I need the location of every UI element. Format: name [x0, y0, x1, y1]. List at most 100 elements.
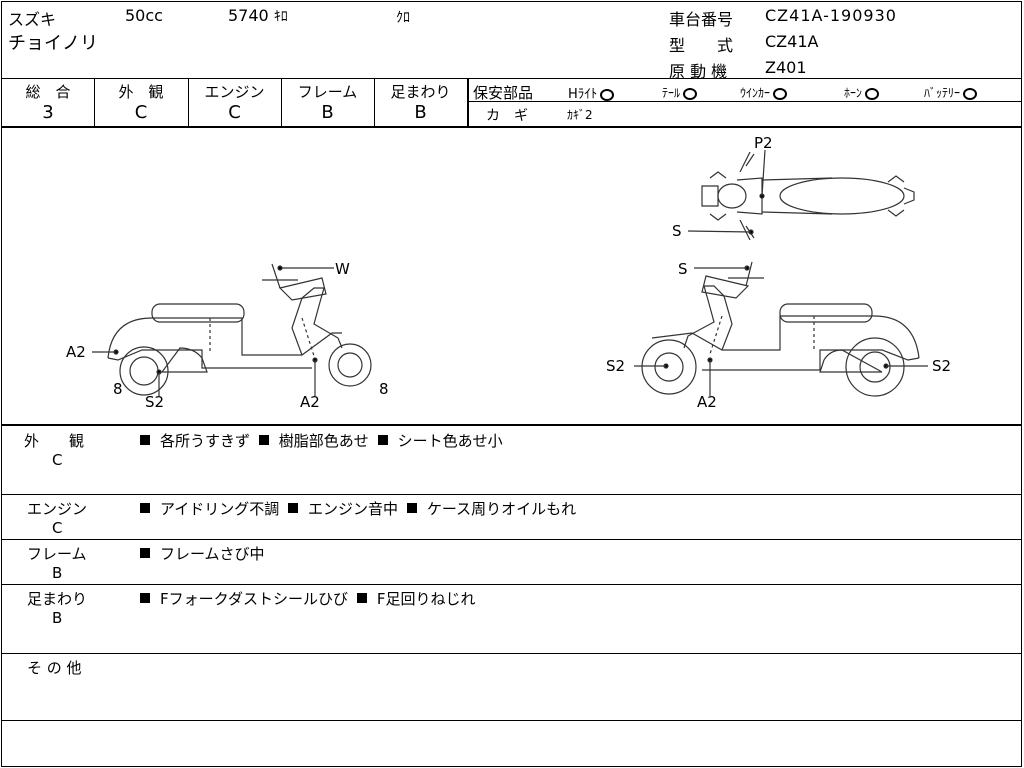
- bullet-square-icon: [140, 503, 150, 513]
- frame-no-label: 車台番号: [669, 10, 734, 29]
- scooter-right-view: [641, 261, 920, 397]
- diagram-label: 8: [113, 380, 123, 398]
- diagram-label: S2: [606, 357, 625, 375]
- diagram-label: A2: [300, 393, 320, 411]
- rating-suspension-value: B: [414, 102, 427, 123]
- safety-battery: ﾊﾞｯﾃﾘｰ: [924, 84, 978, 101]
- rating-exterior-label: 外 観: [118, 83, 164, 101]
- detail-exterior-items: 各所うすきず 樹脂部色あせ シート色あせ小: [136, 430, 503, 451]
- mileage: 5740 ｷﾛ: [228, 6, 288, 26]
- detail-frame-items: フレームさび中: [136, 543, 265, 564]
- detail-frame-grade: B: [52, 564, 63, 582]
- frame-no: CZ41A-190930: [765, 6, 897, 25]
- rating-frame-label: フレーム: [297, 83, 358, 101]
- safety-label: 保安部品: [473, 84, 534, 102]
- model-name: チョイノリ: [8, 33, 98, 54]
- bullet-square-icon: [406, 503, 417, 513]
- defect-item: 樹脂部色あせ: [278, 432, 369, 450]
- detail-engine-items: アイドリング不調 エンジン音中 ケース周りオイルもれ: [136, 498, 576, 519]
- safety-item-label: ｳｲﾝｶｰ: [740, 86, 771, 100]
- ok-circle-icon: [865, 87, 880, 100]
- scooter-left-view: [107, 263, 372, 396]
- rating-engine-value: C: [228, 102, 241, 123]
- mileage-value: 5740: [228, 6, 269, 25]
- rating-overall-value: 3: [42, 102, 54, 123]
- ok-circle-icon: [773, 87, 788, 100]
- diagram-label: S: [672, 222, 682, 240]
- detail-frame-label: フレーム: [27, 545, 87, 563]
- rating-overall-label: 総 合: [25, 83, 71, 101]
- maker-name: スズキ: [8, 10, 57, 29]
- engine-value: Z401: [765, 58, 807, 77]
- safety-taillight: ﾃｰﾙ: [662, 84, 698, 101]
- diagram-label: W: [335, 260, 350, 278]
- divider: [374, 78, 375, 126]
- bullet-square-icon: [356, 593, 367, 603]
- safety-item-label: ﾊﾞｯﾃﾘｰ: [924, 86, 961, 100]
- divider: [2, 494, 1021, 495]
- key-label: カ ギ: [486, 108, 528, 124]
- divider: [2, 424, 1021, 426]
- detail-other-label: そ の 他: [27, 659, 82, 677]
- bullet-square-icon: [140, 548, 150, 558]
- engine-label: 原 動 機: [669, 62, 728, 81]
- detail-exterior-label: 外 観: [24, 432, 85, 450]
- diagram-label: 8: [379, 380, 389, 398]
- key-value: ｶｷﾞ2: [567, 108, 593, 122]
- safety-item-label: Hﾗｲﾄ: [568, 87, 598, 102]
- mileage-unit: ｷﾛ: [273, 9, 288, 25]
- divider: [2, 653, 1021, 654]
- defect-item: ケース周りオイルもれ: [426, 500, 577, 518]
- diagram-label: A2: [66, 343, 86, 361]
- defect-item: 各所うすきず: [160, 432, 251, 450]
- diagram-label: S: [678, 260, 688, 278]
- detail-suspension-label: 足まわり: [27, 590, 88, 608]
- divider: [2, 584, 1021, 585]
- type-label: 型 式: [669, 36, 734, 55]
- ok-circle-icon: [683, 87, 698, 100]
- defect-item: フレームさび中: [160, 545, 265, 563]
- bullet-square-icon: [288, 503, 299, 513]
- detail-suspension-items: Fフォークダストシールひび F足回りねじれ: [136, 588, 475, 609]
- detail-suspension-grade: B: [52, 609, 63, 627]
- safety-horn: ﾎｰﾝ: [844, 84, 880, 101]
- diagram-label: A2: [697, 393, 717, 411]
- bullet-square-icon: [258, 435, 269, 445]
- diagram-label: S2: [145, 393, 164, 411]
- safety-item-label: ﾃｰﾙ: [662, 86, 681, 100]
- bullet-square-icon: [377, 435, 388, 445]
- rating-engine-label: エンジン: [204, 83, 265, 101]
- rating-frame-value: B: [321, 102, 334, 123]
- safety-headlight: Hﾗｲﾄ: [568, 83, 615, 102]
- diagram-label: S2: [932, 357, 951, 375]
- ok-circle-icon: [600, 88, 615, 101]
- defect-item: シート色あせ小: [397, 432, 503, 450]
- displacement: 50cc: [125, 6, 163, 25]
- divider: [2, 720, 1021, 721]
- ok-circle-icon: [963, 87, 978, 100]
- divider: [467, 101, 1022, 102]
- divider: [281, 78, 282, 126]
- divider: [2, 126, 1021, 128]
- defect-item: Fフォークダストシールひび: [160, 590, 349, 608]
- rating-suspension-label: 足まわり: [390, 83, 451, 101]
- divider: [94, 78, 95, 126]
- divider: [2, 539, 1021, 540]
- defect-item: エンジン音中: [308, 500, 399, 518]
- scooter-top-view: [701, 151, 915, 241]
- color: ｸﾛ: [396, 10, 410, 26]
- bullet-square-icon: [140, 593, 150, 603]
- damage-diagram: P2 S W A2 8 S2 A2 8 S S2 A2 S2: [66, 134, 951, 411]
- divider: [467, 78, 469, 126]
- detail-exterior-grade: C: [52, 451, 63, 469]
- detail-engine-grade: C: [52, 519, 63, 537]
- divider: [2, 78, 1021, 79]
- defect-item: F足回りねじれ: [376, 590, 476, 608]
- bullet-square-icon: [140, 435, 150, 445]
- detail-engine-label: エンジン: [27, 500, 88, 518]
- defect-item: アイドリング不調: [160, 500, 280, 518]
- type-value: CZ41A: [765, 32, 819, 51]
- rating-exterior-value: C: [134, 102, 148, 123]
- safety-item-label: ﾎｰﾝ: [844, 86, 863, 100]
